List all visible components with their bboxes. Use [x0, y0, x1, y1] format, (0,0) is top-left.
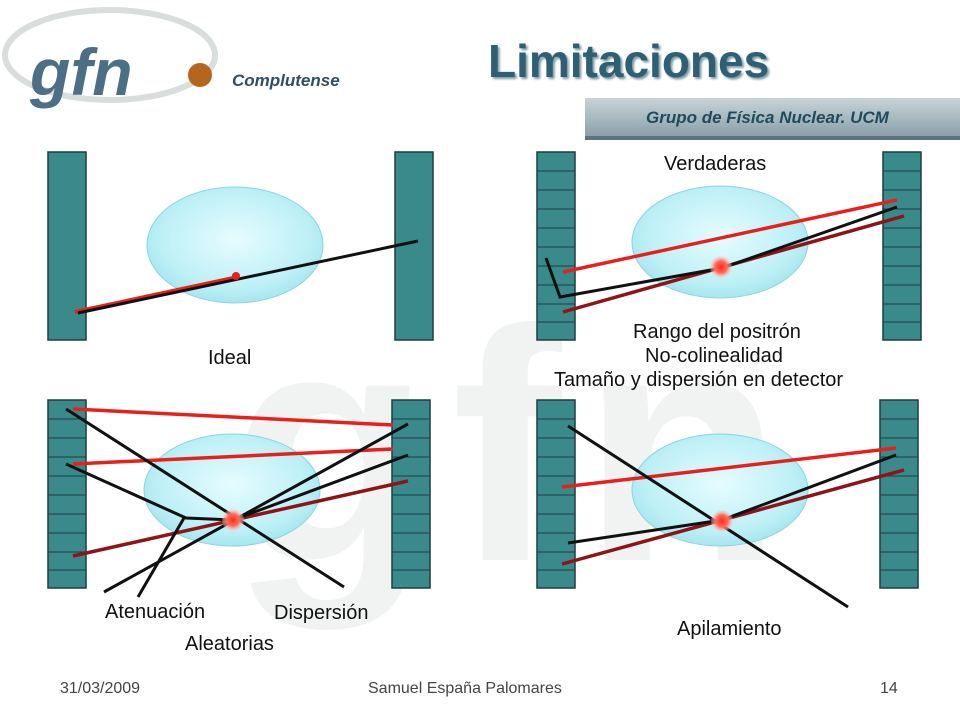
source-point	[710, 256, 732, 278]
label-non-collinearity: No-colinealidad	[645, 345, 783, 367]
label-pileup: Apilamiento	[677, 618, 782, 640]
detector-left-segmented	[47, 399, 87, 589]
panel-scatter-random	[47, 399, 431, 598]
detector-left	[47, 151, 87, 341]
footer-page-number: 14	[880, 680, 898, 697]
panel-true-events	[536, 151, 922, 341]
detector-left-segmented	[536, 399, 576, 589]
label-attenuation: Atenuación	[105, 601, 206, 623]
lor-red-random-1	[72, 407, 394, 427]
phantom	[631, 185, 809, 299]
panel-ideal	[47, 151, 434, 341]
phantom	[146, 186, 324, 304]
lor-black-1	[65, 407, 345, 589]
label-scatter: Dispersión	[274, 602, 369, 624]
detector-right-segmented	[879, 399, 919, 589]
panel-pileup	[536, 399, 919, 609]
lor-black-noncollinear	[544, 205, 898, 299]
label-randoms: Aleatorias	[185, 633, 274, 655]
logo-ball-icon	[188, 63, 212, 87]
label-true-events: Verdaderas	[664, 153, 767, 175]
detector-right-segmented	[882, 151, 922, 341]
footer-author: Samuel España Palomares	[368, 680, 562, 697]
lor-red-random-2	[72, 447, 394, 466]
lor-black	[77, 239, 419, 315]
lor-black-scattered	[136, 517, 186, 598]
lor-black-pileup-1	[567, 424, 849, 609]
lor-red	[562, 198, 898, 274]
group-name: Grupo de Física Nuclear. UCM	[646, 108, 889, 127]
lor-black-attenuated	[65, 453, 409, 522]
logo-text: gfn	[29, 35, 133, 109]
header-bar	[585, 98, 960, 136]
label-ideal: Ideal	[208, 347, 252, 369]
source-point	[711, 510, 733, 532]
label-detector-size-scatter: Tamaño y dispersión en detector	[554, 369, 844, 391]
slide-title: Limitaciones	[488, 35, 770, 87]
lor-black-2	[103, 422, 409, 594]
lor-red	[74, 275, 239, 314]
source-point	[222, 509, 244, 531]
source-point	[232, 272, 240, 280]
footer-date: 31/03/2009	[60, 680, 141, 697]
logo-subtext: Complutense	[232, 71, 340, 90]
lor-red	[561, 446, 897, 489]
label-positron-range: Rango del positrón	[633, 321, 801, 343]
gfn-logo: gfn Complutense	[2, 7, 340, 109]
